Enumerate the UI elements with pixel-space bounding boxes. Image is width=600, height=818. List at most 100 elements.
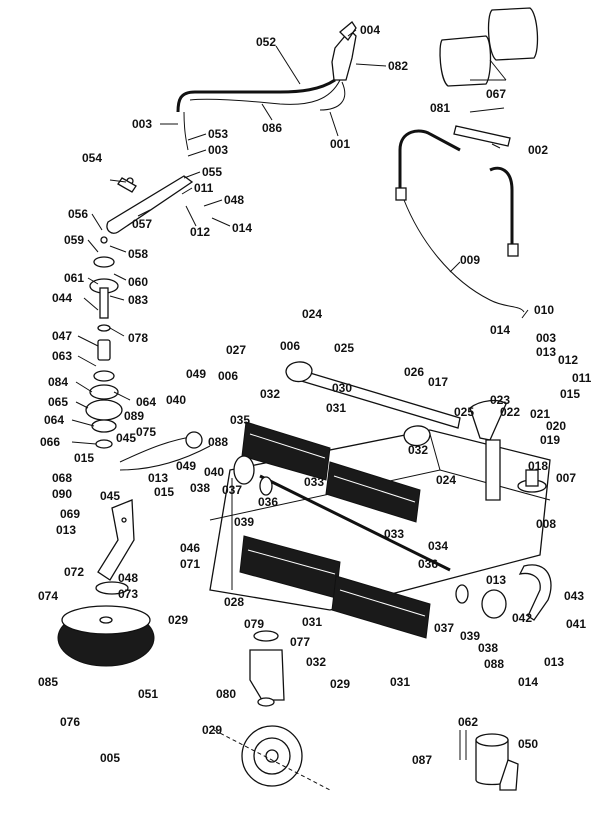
label-076: 076: [60, 715, 80, 729]
label-082: 082: [388, 59, 408, 73]
label-032a: 032: [260, 387, 280, 401]
label-014b: 014: [490, 323, 510, 337]
label-048b: 048: [118, 571, 138, 585]
label-081: 081: [430, 101, 450, 115]
seat-cushions: [439, 7, 539, 87]
label-042: 042: [512, 611, 532, 625]
label-013e: 013: [544, 655, 564, 669]
label-036a: 036: [258, 495, 278, 509]
drive-belt: [119, 431, 211, 471]
label-004: 004: [360, 23, 380, 37]
label-043: 043: [564, 589, 584, 603]
label-024b: 024: [436, 473, 456, 487]
label-069: 069: [60, 507, 80, 521]
label-040a: 040: [166, 393, 186, 407]
label-062: 062: [458, 715, 478, 729]
cables: [183, 111, 189, 151]
label-020: 020: [546, 419, 566, 433]
label-013c: 013: [56, 523, 76, 537]
label-077: 077: [290, 635, 310, 649]
label-006b: 006: [218, 369, 238, 383]
label-024a: 024: [302, 307, 322, 321]
label-065: 065: [48, 395, 68, 409]
label-041: 041: [566, 617, 586, 631]
label-025b: 025: [454, 405, 474, 419]
side-brush: [57, 581, 155, 667]
label-040b: 040: [204, 465, 224, 479]
label-083: 083: [128, 293, 148, 307]
label-032c: 032: [306, 655, 326, 669]
label-054: 054: [82, 151, 102, 165]
label-023: 023: [490, 393, 510, 407]
label-013b: 013: [148, 471, 168, 485]
label-029a: 029: [168, 613, 188, 627]
side-bracket: [97, 499, 135, 581]
label-014c: 014: [518, 675, 538, 689]
label-038a: 038: [190, 481, 210, 495]
label-039b: 039: [460, 629, 480, 643]
label-012a: 012: [190, 225, 210, 239]
left-shaft-stack: [85, 236, 123, 449]
label-032b: 032: [408, 443, 428, 457]
label-009: 009: [460, 253, 480, 267]
label-074: 074: [38, 589, 58, 603]
label-080: 080: [216, 687, 236, 701]
label-068: 068: [52, 471, 72, 485]
label-045a: 045: [116, 431, 136, 445]
label-078: 078: [128, 331, 148, 345]
label-086: 086: [262, 121, 282, 135]
label-072: 072: [64, 565, 84, 579]
label-013a: 013: [536, 345, 556, 359]
label-058: 058: [128, 247, 148, 261]
label-064a: 064: [136, 395, 156, 409]
label-063: 063: [52, 349, 72, 363]
label-015c: 015: [154, 485, 174, 499]
label-011b: 011: [572, 371, 592, 385]
label-030: 030: [332, 381, 352, 395]
label-003b: 003: [208, 143, 228, 157]
label-073: 073: [118, 587, 138, 601]
label-053: 053: [208, 127, 228, 141]
label-085: 085: [38, 675, 58, 689]
label-011a: 011: [194, 181, 214, 195]
label-015a: 015: [560, 387, 580, 401]
label-019: 019: [540, 433, 560, 447]
label-022: 022: [500, 405, 520, 419]
label-002: 002: [528, 143, 548, 157]
label-061: 061: [64, 271, 84, 285]
label-003a: 003: [132, 117, 152, 131]
label-026: 026: [404, 365, 424, 379]
label-003c: 003: [536, 331, 556, 345]
label-052: 052: [256, 35, 276, 49]
label-017: 017: [428, 375, 448, 389]
handlebar-frame: [395, 125, 525, 313]
label-088a: 088: [208, 435, 228, 449]
label-037a: 037: [222, 483, 242, 497]
label-051: 051: [138, 687, 158, 701]
label-033b: 033: [384, 527, 404, 541]
label-014a: 014: [232, 221, 252, 235]
label-059: 059: [64, 233, 84, 247]
label-046: 046: [180, 541, 200, 555]
brush-shaft: [259, 474, 451, 572]
label-071: 071: [180, 557, 200, 571]
label-084: 084: [48, 375, 68, 389]
label-066: 066: [40, 435, 60, 449]
label-015b: 015: [74, 451, 94, 465]
label-045b: 045: [100, 489, 120, 503]
label-047: 047: [52, 329, 72, 343]
label-037b: 037: [434, 621, 454, 635]
label-006a: 006: [280, 339, 300, 353]
label-087: 087: [412, 753, 432, 767]
label-036b: 036: [418, 557, 438, 571]
main-brush-rear-right: [325, 461, 421, 523]
label-033a: 033: [304, 475, 324, 489]
label-075: 075: [136, 425, 156, 439]
control-handle-assembly: [176, 21, 357, 113]
label-079: 079: [244, 617, 264, 631]
label-029c: 029: [202, 723, 222, 737]
label-031a: 031: [326, 401, 346, 415]
label-029b: 029: [330, 677, 350, 691]
label-044: 044: [52, 291, 72, 305]
top-rail: [285, 361, 461, 447]
